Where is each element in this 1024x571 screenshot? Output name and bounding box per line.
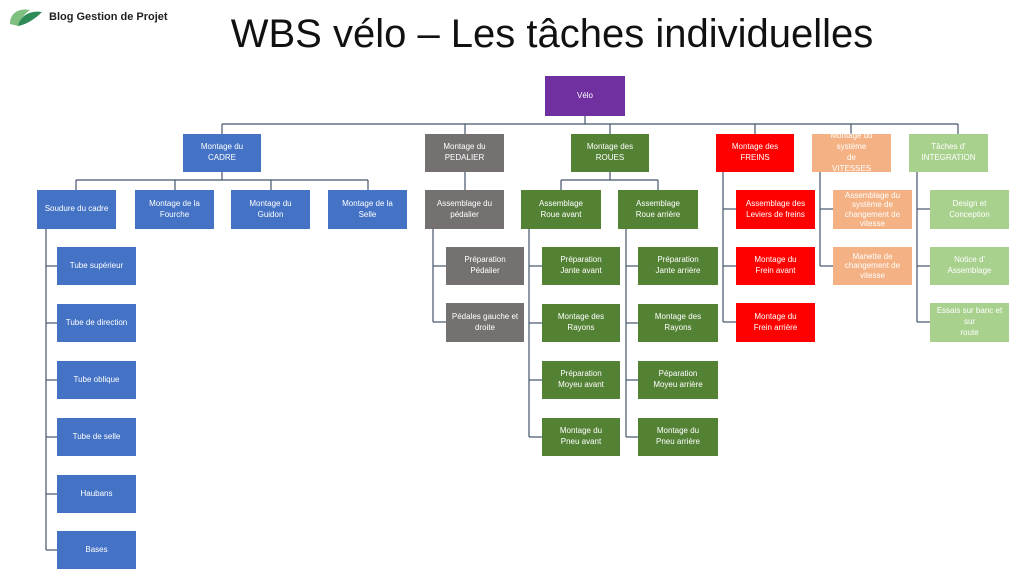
node-montage-frein-arriere: Montage du Frein arrière (736, 303, 815, 342)
node-haubans: Haubans (57, 475, 136, 513)
node-assemblage-roue-avant: Assemblage Roue avant (521, 190, 601, 229)
node-preparation-pedalier: Préparation Pédalier (446, 247, 524, 285)
node-montage-rayons-avant: Montage des Rayons (542, 304, 620, 342)
node-montage-rayons-arriere: Montage des Rayons (638, 304, 718, 342)
node-pedales: Pédales gauche et droite (446, 303, 524, 342)
node-preparation-jante-arriere: Préparation Jante arrière (638, 247, 718, 285)
node-montage-roues: Montage des ROUES (571, 134, 649, 172)
logo-text: Blog Gestion de Projet (49, 11, 168, 23)
leaf-logo-icon (10, 9, 42, 27)
node-preparation-moyeu-avant: Préparation Moyeu avant (542, 361, 620, 399)
node-design-conception: Design et Conception (930, 190, 1009, 229)
node-preparation-moyeu-arriere: Péparation Moyeu arrière (638, 361, 718, 399)
node-preparation-jante-avant: Préparation Jante avant (542, 247, 620, 285)
node-soudure-cadre: Soudure du cadre (37, 190, 116, 229)
node-tube-direction: Tube de direction (57, 304, 136, 342)
node-assemblage-roue-arriere: Assemblage Roue arrière (618, 190, 698, 229)
node-taches-integration: Tâches d' INTEGRATION (909, 134, 988, 172)
logo: Blog Gestion de Projet (6, 6, 168, 28)
node-montage-guidon: Montage du Guidon (231, 190, 310, 229)
node-essais: Essais sur banc et sur route (930, 303, 1009, 342)
page-title: WBS vélo – Les tâches individuelles (230, 12, 874, 56)
node-bases: Bases (57, 531, 136, 569)
node-montage-pneu-avant: Montage du Pneu avant (542, 418, 620, 456)
node-assemblage-vitesses: Assemblage du système de changement de v… (833, 190, 912, 229)
node-montage-frein-avant: Montage du Frein avant (736, 247, 815, 285)
node-montage-pneu-arriere: Montage du Pneu arrière (638, 418, 718, 456)
node-manette-vitesse: Manette de changement de vitesse (833, 247, 912, 285)
node-tube-selle: Tube de selle (57, 418, 136, 456)
node-montage-pedalier: Montage du PEDALIER (425, 134, 504, 172)
node-assemblage-leviers: Assemblage des Leviers de freins (736, 190, 815, 229)
node-montage-vitesses: Montage du système de VITESSES (812, 131, 891, 173)
node-montage-freins: Montage des FREINS (716, 134, 794, 172)
node-montage-fourche: Montage de la Fourche (135, 190, 214, 229)
node-tube-oblique: Tube oblique (57, 361, 136, 399)
node-montage-selle: Montage de la Selle (328, 190, 407, 229)
node-assemblage-pedalier: Assemblage du pédalier (425, 190, 504, 229)
node-tube-superieur: Tube supérieur (57, 247, 136, 285)
node-velo: Vélo (545, 76, 625, 116)
node-montage-cadre: Montage du CADRE (183, 134, 261, 172)
node-notice-assemblage: Notice d' Assemblage (930, 247, 1009, 285)
